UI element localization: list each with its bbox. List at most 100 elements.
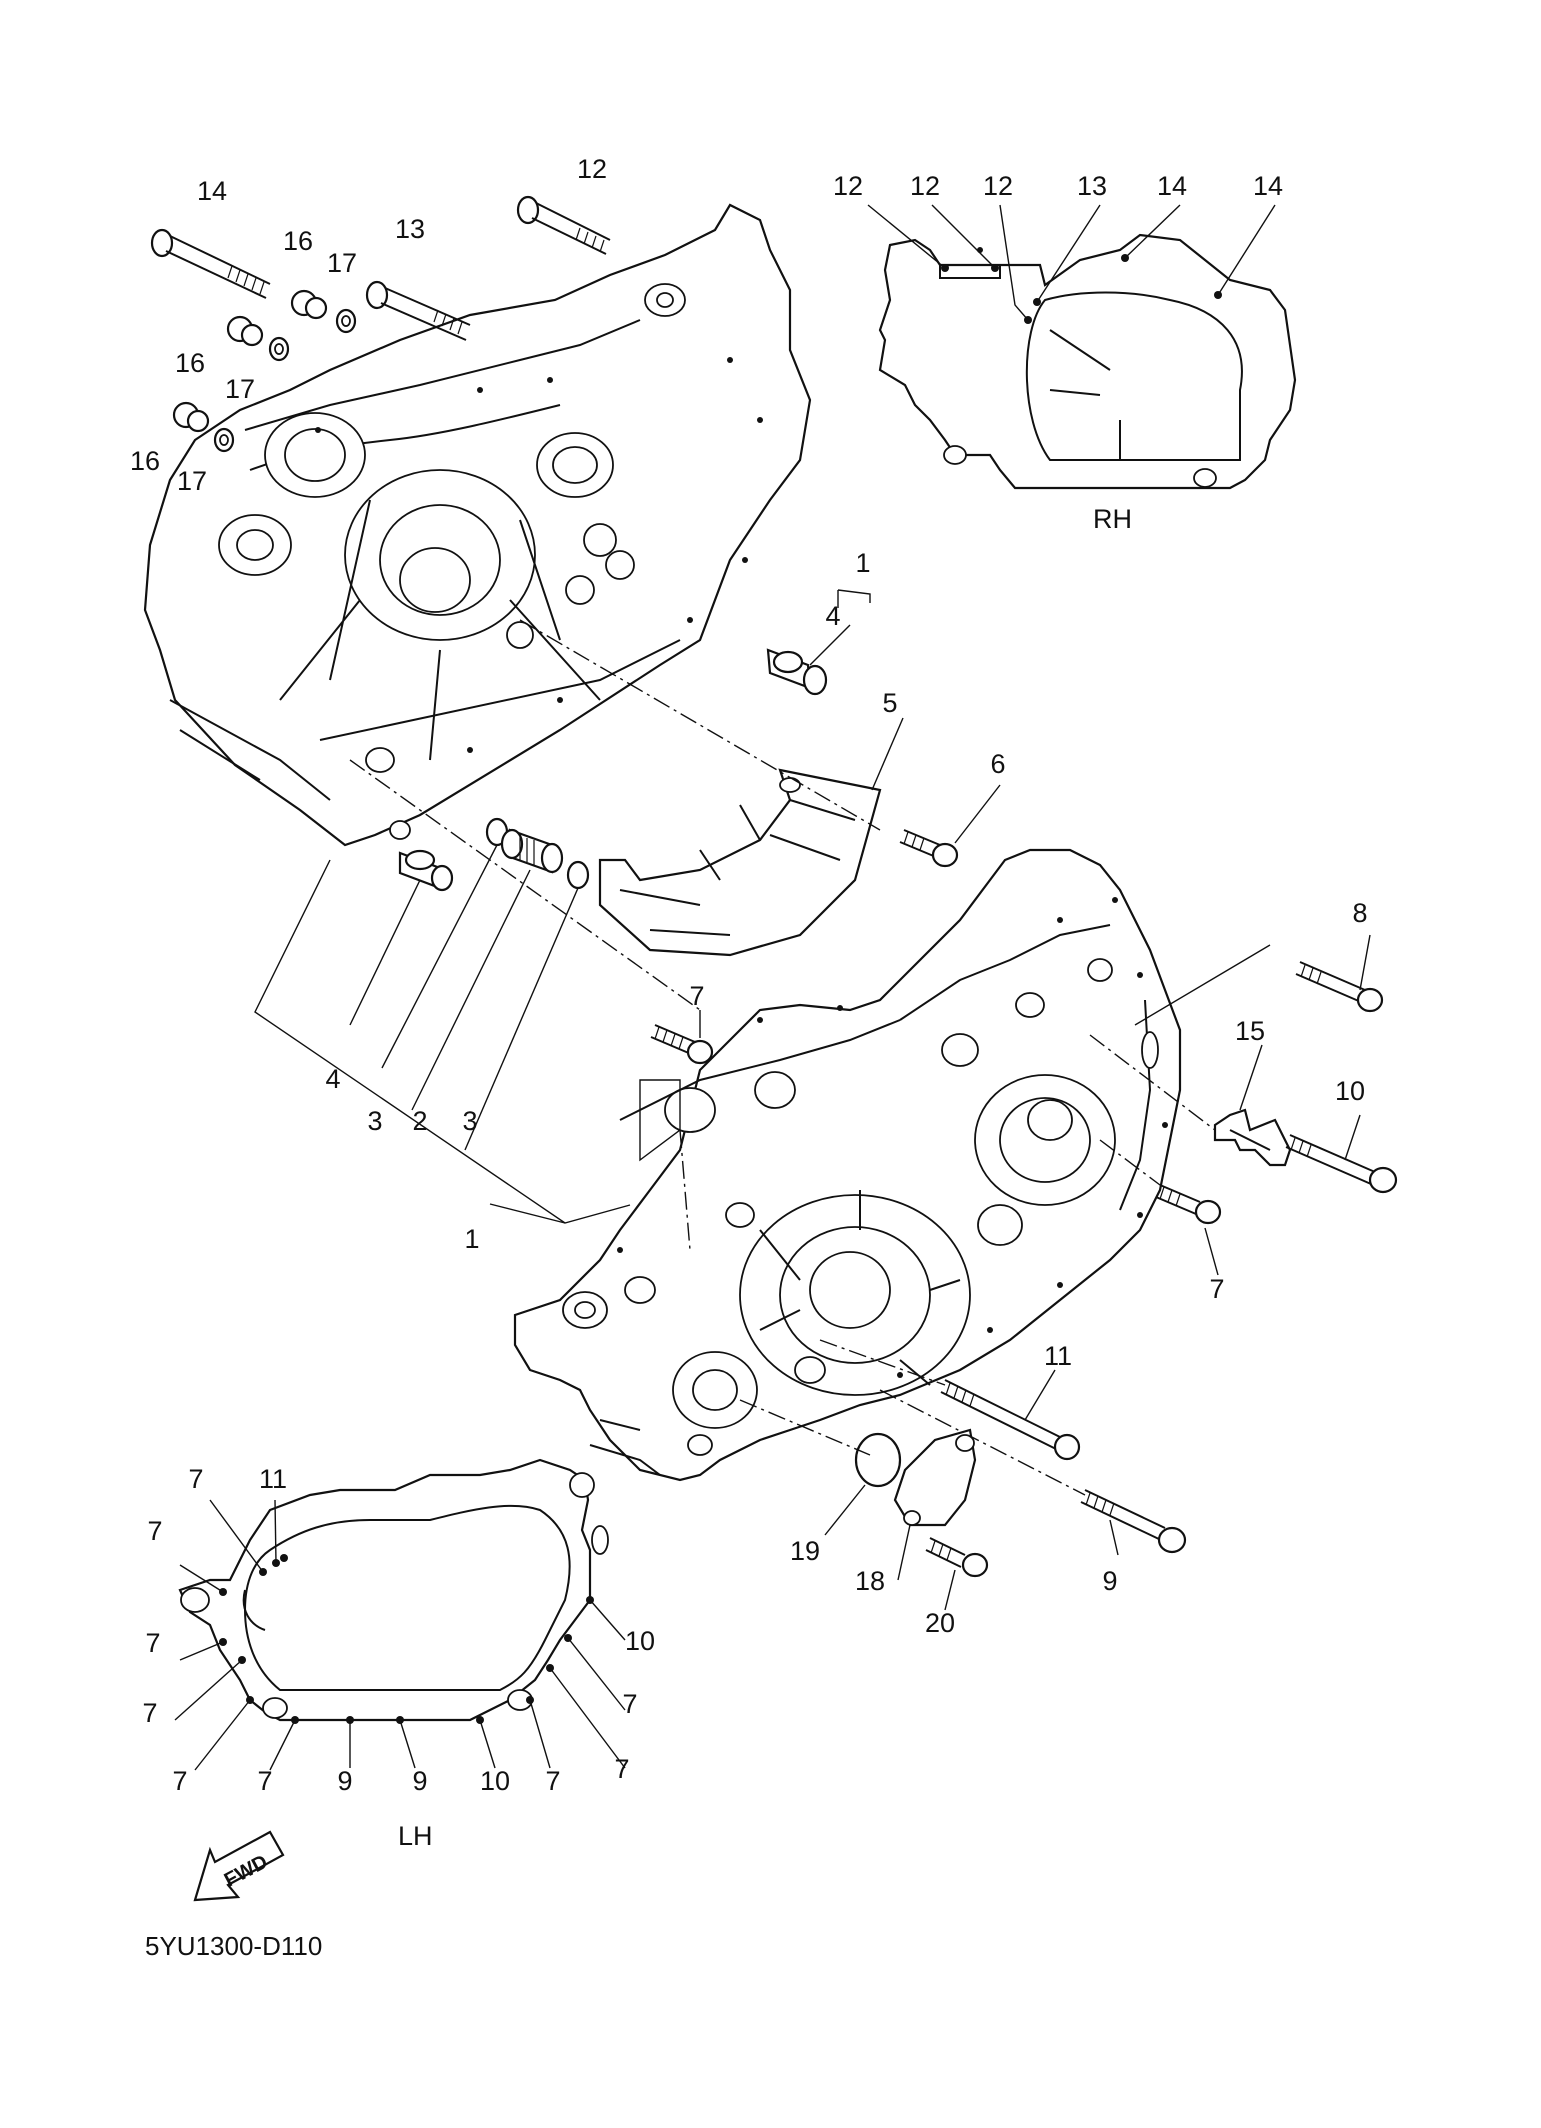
leader-7-b xyxy=(1204,1227,1219,1276)
center-line-a xyxy=(349,759,701,1011)
callout-6: 6 xyxy=(990,749,1005,779)
callout-16: 16 xyxy=(130,446,160,476)
leader-15 xyxy=(1239,1044,1263,1111)
leader-8-b xyxy=(1134,944,1271,1026)
callout-14: 14 xyxy=(197,176,227,206)
nut-16-b xyxy=(226,315,264,347)
callout-12: 12 xyxy=(577,154,607,184)
callout-7: 7 xyxy=(147,1516,162,1546)
cover-5 xyxy=(598,768,882,957)
washer-17-c xyxy=(213,427,235,453)
callout-17: 17 xyxy=(225,374,255,404)
callout-7: 7 xyxy=(545,1766,560,1796)
callout-9: 9 xyxy=(337,1766,352,1796)
o-ring-3-b xyxy=(566,860,590,890)
callout-3: 3 xyxy=(462,1106,477,1136)
callout-9: 9 xyxy=(1102,1566,1117,1596)
callout-1: 1 xyxy=(855,548,870,578)
pipe-2 xyxy=(500,828,564,874)
leader-10-a xyxy=(1344,1114,1361,1161)
callout-9: 9 xyxy=(412,1766,427,1796)
leader-5 xyxy=(871,717,904,791)
callout-15: 15 xyxy=(1235,1016,1265,1046)
callout-5: 5 xyxy=(882,688,897,718)
center-line-c xyxy=(679,1129,691,1251)
leader-19 xyxy=(824,1484,866,1536)
bolt-12-upper xyxy=(516,195,611,255)
callout-7: 7 xyxy=(142,1698,157,1728)
callout-14: 14 xyxy=(1253,171,1283,201)
callout-10: 10 xyxy=(1335,1076,1365,1106)
callout-4: 4 xyxy=(325,1064,340,1094)
washer-17-b xyxy=(268,336,290,362)
center-line-d xyxy=(1089,1034,1216,1131)
callout-10: 10 xyxy=(480,1766,510,1796)
callout-13: 13 xyxy=(395,214,425,244)
center-line-h xyxy=(739,1399,871,1456)
callout-7: 7 xyxy=(257,1766,272,1796)
bolt-8 xyxy=(1295,961,1384,1013)
callout-8: 8 xyxy=(1352,898,1367,928)
callout-3: 3 xyxy=(367,1106,382,1136)
callout-12: 12 xyxy=(910,171,940,201)
leader-9-a xyxy=(1109,1519,1119,1556)
callout-17: 17 xyxy=(327,248,357,278)
washer-17-a xyxy=(335,308,357,334)
leader-20 xyxy=(944,1569,956,1611)
bolt-11-a xyxy=(940,1379,1081,1461)
center-line-b xyxy=(519,619,881,831)
bolt-7-b xyxy=(1155,1184,1222,1225)
center-line-f xyxy=(819,1339,946,1386)
callout-16: 16 xyxy=(175,348,205,378)
leader-4-upper xyxy=(809,624,851,666)
leader-6 xyxy=(954,784,1001,844)
center-line-g xyxy=(879,1389,1086,1496)
bolt-6 xyxy=(899,829,959,868)
lh-label: LH xyxy=(398,1821,433,1851)
nut-16-a xyxy=(290,289,328,320)
fwd-arrow-icon xyxy=(193,1830,285,1902)
callout-7: 7 xyxy=(689,981,704,1011)
bracket-15 xyxy=(1213,1108,1292,1167)
nut-16-c xyxy=(172,401,210,433)
bolt-13-upper xyxy=(365,280,471,341)
callout-17: 17 xyxy=(177,466,207,496)
o-ring-19 xyxy=(854,1432,902,1488)
callout-20: 20 xyxy=(925,1608,955,1638)
bolt-9-a xyxy=(1080,1489,1187,1554)
callout-7: 7 xyxy=(614,1754,629,1784)
dowel-4-lower xyxy=(398,849,454,892)
callout-18: 18 xyxy=(855,1566,885,1596)
crankcase-right-half xyxy=(143,203,812,847)
bolt-14-upper xyxy=(150,228,271,299)
callout-7: 7 xyxy=(172,1766,187,1796)
callout-12: 12 xyxy=(833,171,863,201)
center-line-e xyxy=(1099,1139,1161,1186)
diagram-code: 5YU1300-D110 xyxy=(145,1931,322,1961)
callout-2: 2 xyxy=(412,1106,427,1136)
callout-14: 14 xyxy=(1157,171,1187,201)
rh-leaders xyxy=(867,204,1276,321)
rh-label: RH xyxy=(1093,504,1132,534)
cover-18 xyxy=(893,1428,977,1527)
callout-4: 4 xyxy=(825,601,840,631)
rh-case-outline xyxy=(878,233,1297,490)
callout-7: 7 xyxy=(145,1628,160,1658)
bolt-7-a xyxy=(650,1024,714,1065)
leader-18 xyxy=(897,1524,911,1581)
lh-leaders xyxy=(174,1499,626,1771)
callout-13: 13 xyxy=(1077,171,1107,201)
callout-11: 11 xyxy=(259,1464,287,1494)
callout-16: 16 xyxy=(283,226,313,256)
leader-8 xyxy=(1359,934,1371,991)
callout-1: 1 xyxy=(464,1224,479,1254)
callout-7: 7 xyxy=(622,1689,637,1719)
crankcase-left-half xyxy=(513,848,1182,1482)
callout-11: 11 xyxy=(1044,1341,1072,1371)
bracket-1-lower xyxy=(254,844,631,1224)
bolt-20 xyxy=(925,1537,989,1578)
callout-7: 7 xyxy=(1209,1274,1224,1304)
